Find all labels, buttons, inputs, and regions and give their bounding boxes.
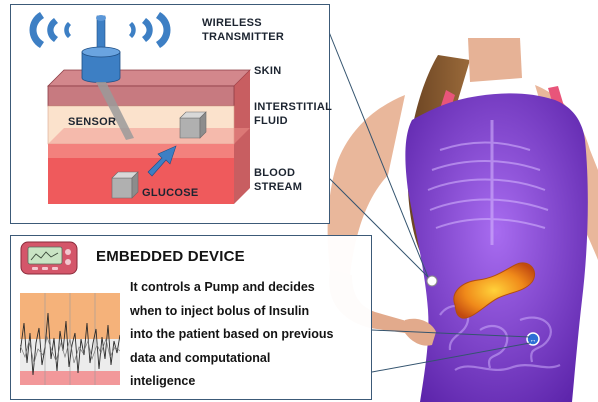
embedded-device-description: It controls a Pump and decides when to i… <box>130 276 350 394</box>
interstitial-fluid-label: INTERSTITIAL FLUID <box>254 100 332 128</box>
skin-top-face <box>48 70 250 86</box>
blood-top-face <box>48 128 250 144</box>
body-sensor-dot <box>427 276 437 286</box>
insulin-pump-icon <box>20 240 80 276</box>
sensor-label: SENSOR <box>68 115 116 129</box>
glucose-trace-graphic <box>20 293 120 385</box>
skin-layer <box>48 86 234 106</box>
neck <box>468 38 522 82</box>
glucose-label: GLUCOSE <box>142 186 199 200</box>
svg-text:↔: ↔ <box>530 337 537 344</box>
blood-stream-label: BLOOD STREAM <box>254 166 302 194</box>
embedded-device-heading: EMBEDDED DEVICE <box>96 248 245 265</box>
transmitter-antenna <box>97 16 105 50</box>
wireless-transmitter-label: WIRELESS TRANSMITTER <box>202 16 284 44</box>
glucose-cube-interstitial <box>180 112 206 138</box>
glucose-cube-blood <box>112 172 138 198</box>
skin-label: SKIN <box>254 64 281 78</box>
